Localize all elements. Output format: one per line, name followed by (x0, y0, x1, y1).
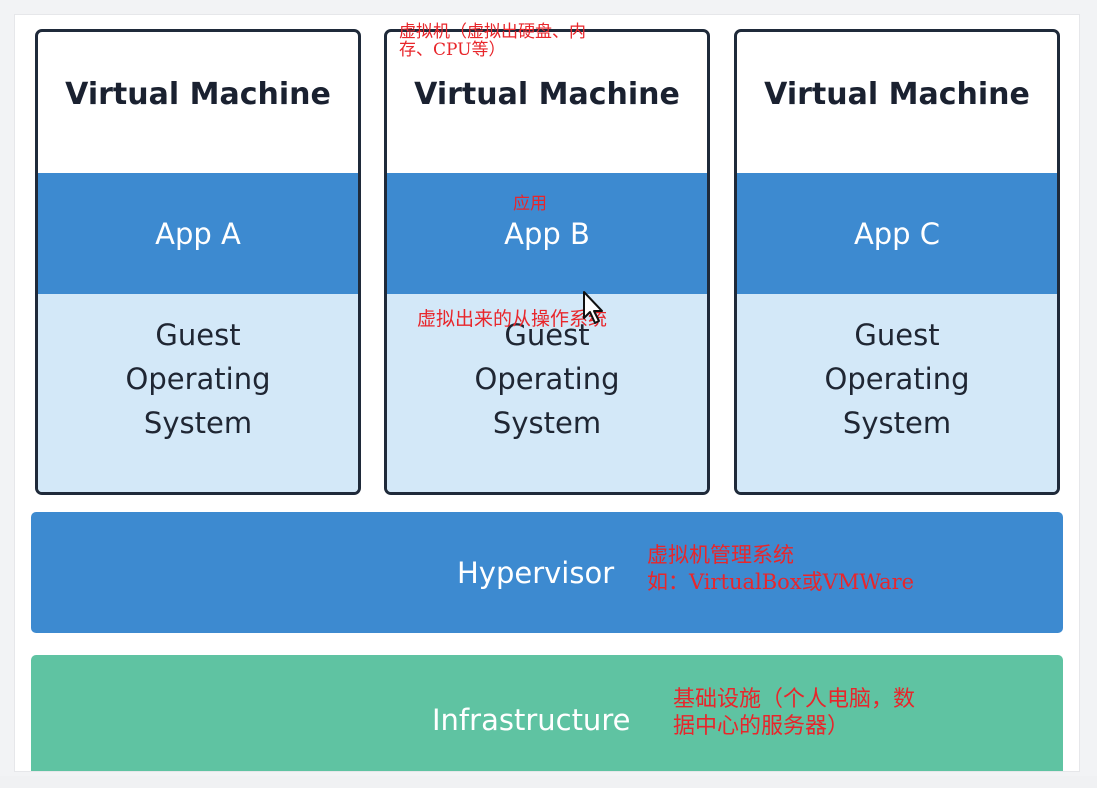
infrastructure-label: Infrastructure (432, 703, 631, 737)
guest-os-layer: Guest Operating System (737, 294, 1057, 492)
virtual-machine-c: Virtual Machine App C Guest Operating Sy… (734, 29, 1060, 495)
guest-os-layer: Guest Operating System (387, 294, 707, 492)
vm-title: Virtual Machine (65, 77, 331, 112)
virtual-machine-a: Virtual Machine App A Guest Operating Sy… (35, 29, 361, 495)
diagram-canvas: Virtual Machine App A Guest Operating Sy… (14, 14, 1080, 772)
bottom-strip (0, 776, 1097, 788)
app-layer: App A (38, 173, 358, 294)
virtual-machine-b: Virtual Machine App B Guest Operating Sy… (384, 29, 710, 495)
hypervisor-label: Hypervisor (457, 555, 615, 590)
guest-os-annotation: 虚拟出来的从操作系统 (417, 308, 608, 330)
hypervisor-annotation: 虚拟机管理系统 如：VirtualBox或VMWare (647, 543, 915, 594)
infrastructure-annotation: 基础设施（个人电脑，数 据中心的服务器） (673, 687, 916, 739)
hypervisor-layer: Hypervisor (31, 512, 1063, 633)
vm-annotation: 虚拟机（虚拟出硬盘、内 存、CPU等） (399, 22, 586, 60)
app-layer: App B (387, 173, 707, 294)
guest-os-layer: Guest Operating System (38, 294, 358, 492)
mouse-pointer-icon (583, 291, 603, 324)
app-annotation: 应用 (513, 194, 547, 214)
app-layer: App C (737, 173, 1057, 294)
vm-title: Virtual Machine (414, 77, 680, 112)
infrastructure-layer: Infrastructure (31, 655, 1063, 771)
vm-title: Virtual Machine (764, 77, 1030, 112)
